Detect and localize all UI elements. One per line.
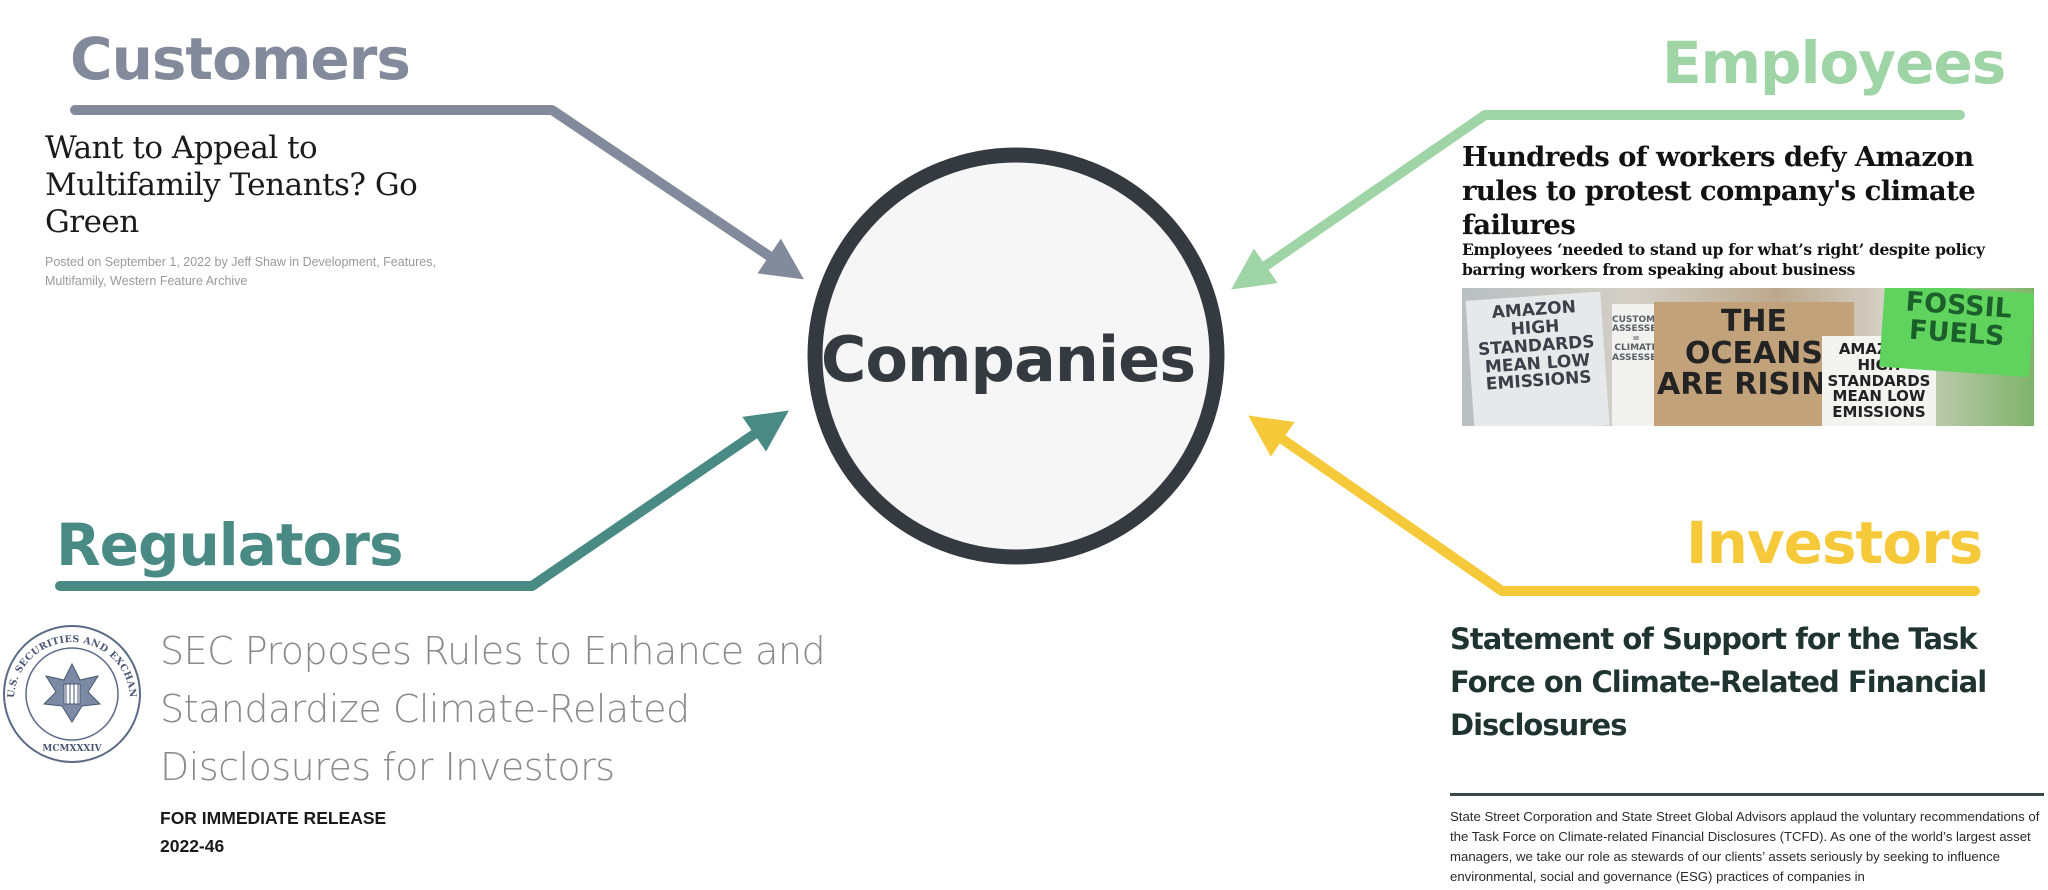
customers-article-headline: Want to Appeal to Multifamily Tenants? G… [45, 130, 418, 240]
employees-article-subhead: Employees ‘needed to stand up for what’s… [1462, 240, 1985, 279]
divider [1450, 793, 2044, 796]
investors-label: Investors [1686, 509, 1983, 577]
employees-label: Employees [1662, 29, 2006, 97]
release-number: 2022-46 [160, 836, 225, 856]
companies-circle [807, 147, 1225, 565]
protest-sign: THE OCEANS ARE RISING [1654, 302, 1854, 426]
protest-photo: AMAZON HIGH STANDARDS MEAN LOW EMISSIONS… [1462, 288, 2034, 426]
protest-sign: CUSTOMERS ASSESSED = CLIMATE ASSESSED [1612, 304, 1660, 426]
release-label: FOR IMMEDIATE RELEASE [160, 808, 387, 828]
regulators-label: Regulators [56, 511, 404, 579]
protest-sign: FOSSIL FUELS [1879, 288, 2034, 378]
sec-seal-logo: U.S. SECURITIES AND EXCHANGE COMMISSION … [0, 614, 145, 767]
regulators-article-headline: SEC Proposes Rules to Enhance and Standa… [160, 629, 826, 789]
investors-article-body: State Street Corporation and State Stree… [1450, 809, 2040, 884]
customers-article-meta: Posted on September 1, 2022 by Jeff Shaw… [45, 255, 436, 288]
customers-connector [70, 105, 804, 280]
customers-label: Customers [70, 25, 411, 93]
employees-article-headline: Hundreds of workers defy Amazon rules to… [1462, 141, 1976, 241]
sec-seal-graphic: U.S. SECURITIES AND EXCHANGE COMMISSION … [0, 614, 141, 763]
sec-seal-year: MCMXXXIV [42, 744, 102, 754]
companies-label: Companies [820, 323, 1196, 396]
investors-connector [1248, 415, 1980, 596]
regulators-connector [55, 410, 789, 591]
investors-article-headline: Statement of Support for the Task Force … [1450, 622, 1987, 742]
employees-connector [1231, 110, 1965, 290]
protest-sign: AMAZON HIGH STANDARDS MEAN LOW EMISSIONS [1465, 291, 1610, 426]
